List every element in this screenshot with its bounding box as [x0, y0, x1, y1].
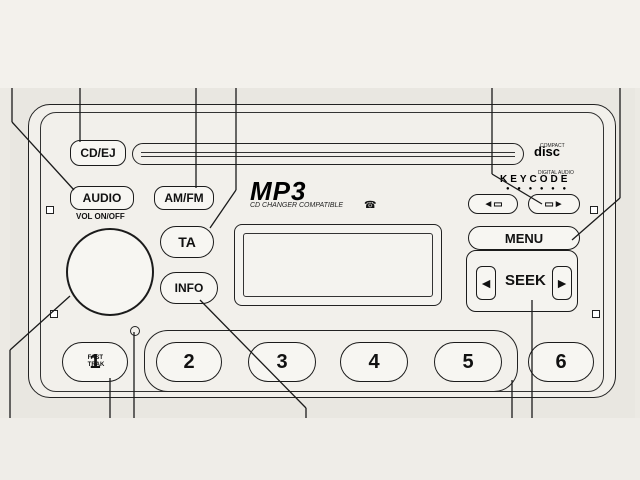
preset-1-button[interactable]: 1 FAST TRAK	[62, 342, 128, 382]
compact-disc-logo-top: COMPACT	[540, 143, 565, 149]
mp3-logo: MP3	[250, 176, 307, 206]
lcd-display	[234, 224, 442, 306]
preset-4-button[interactable]: 4	[340, 342, 408, 382]
preset-3-button[interactable]: 3	[248, 342, 316, 382]
indicator-ring	[130, 326, 140, 336]
folder-prev-button[interactable]: ◄▭	[468, 194, 518, 214]
phone-icon: ☎	[364, 200, 377, 211]
keycode-label: KEYCODE	[500, 174, 571, 185]
seek-next-button[interactable]: ►	[552, 266, 572, 300]
preset-1-number: 1	[89, 350, 101, 373]
menu-label: MENU	[504, 230, 544, 246]
fast-trak-label: FAST TRAK	[88, 355, 105, 369]
paper-sheet-top	[0, 0, 640, 88]
paper-sheet-bottom	[0, 418, 640, 480]
fast-label: FAST	[87, 355, 103, 361]
cd-slot	[132, 143, 524, 165]
seek-prev-button[interactable]: ◄	[476, 266, 496, 300]
mount-marker	[46, 206, 54, 214]
folder-next-button[interactable]: ▭►	[528, 194, 580, 214]
info-button[interactable]: INFO	[160, 272, 218, 304]
cd-eject-button[interactable]: CD/EJ	[70, 140, 126, 166]
preset-5-button[interactable]: 5	[434, 342, 502, 382]
compact-disc-logo-sub: DIGITAL AUDIO	[538, 170, 574, 176]
preset-button-bay	[144, 330, 518, 392]
cd-changer-text: CD CHANGER COMPATIBLE	[250, 202, 344, 209]
mount-marker	[592, 310, 600, 318]
trak-label: TRAK	[87, 362, 105, 368]
vol-on-off-label: VOL ON/OFF	[76, 212, 125, 221]
mount-marker	[590, 206, 598, 214]
keycode-indicator-dots: ● ● ● ● ● ●	[506, 186, 570, 192]
audio-button[interactable]: AUDIO	[70, 186, 134, 210]
ta-button[interactable]: TA	[160, 226, 214, 258]
volume-knob[interactable]	[66, 228, 154, 316]
preset-6-button[interactable]: 6	[528, 342, 594, 382]
compact-disc-logo: disc	[534, 144, 561, 159]
seek-label: SEEK	[505, 272, 546, 289]
am-fm-button[interactable]: AM/FM	[154, 186, 214, 210]
menu-button[interactable]: MENU	[468, 226, 580, 250]
preset-2-button[interactable]: 2	[156, 342, 222, 382]
